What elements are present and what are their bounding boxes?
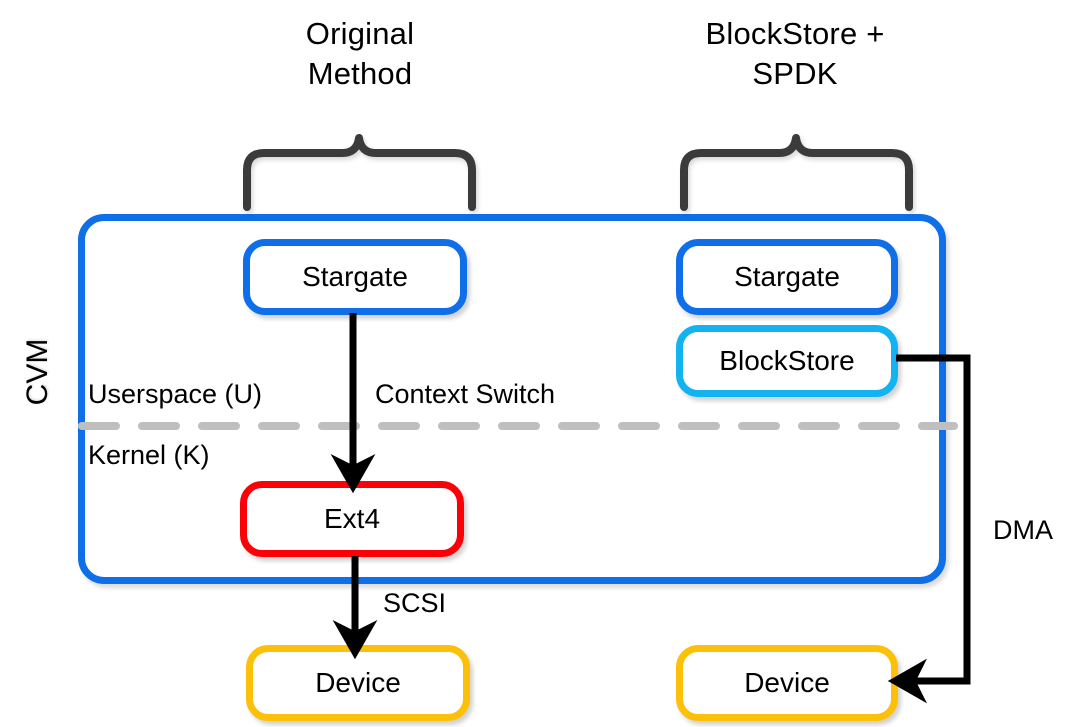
dma-label: DMA [993, 515, 1053, 545]
userspace-kernel-divider [78, 422, 958, 430]
node-ext4[interactable]: Ext4 [240, 481, 464, 557]
context-switch-label: Context Switch [375, 379, 556, 409]
brace-right [680, 134, 913, 211]
brace-left [243, 134, 476, 211]
userspace-label: Userspace (U) [88, 379, 263, 409]
scsi-label: SCSI [383, 588, 447, 618]
node-stargate-left[interactable]: Stargate [243, 239, 467, 315]
node-device-left[interactable]: Device [246, 645, 470, 721]
node-blockstore[interactable]: BlockStore [676, 325, 898, 397]
node-stargate-right[interactable]: Stargate [676, 239, 898, 315]
column-title-blockstore-spdk: BlockStore + SPDK [705, 16, 885, 91]
cvm-label: CVM [21, 338, 54, 406]
kernel-label: Kernel (K) [88, 440, 210, 470]
node-device-right[interactable]: Device [676, 645, 898, 721]
column-title-original-method: Original Method [305, 16, 415, 91]
